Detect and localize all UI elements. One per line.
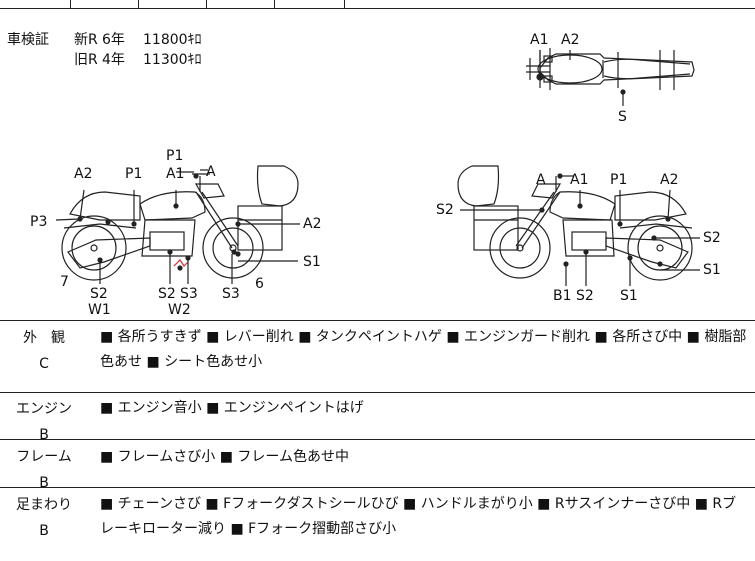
registration-years: 6年 bbox=[102, 32, 125, 48]
top-view-label: A1 bbox=[530, 32, 548, 48]
left-view-label: A bbox=[206, 164, 216, 180]
condition-description: ■ 各所うすきず ■ レバー削れ ■ タンクペイントハゲ ■ エンジンガード削れ… bbox=[100, 329, 747, 370]
top-strip-cell bbox=[70, 0, 139, 8]
condition-category-name: 足まわり bbox=[16, 497, 72, 513]
right-view-label: A2 bbox=[660, 172, 678, 188]
condition-description: ■ フレームさび小 ■ フレーム色あせ中 bbox=[100, 449, 349, 465]
condition-grade: B bbox=[39, 427, 49, 443]
left-view-label: S2 bbox=[158, 286, 176, 302]
condition-category-name: 外 観 bbox=[23, 330, 65, 346]
left-view-label: A2 bbox=[303, 216, 321, 232]
condition-category-name: エンジン bbox=[16, 401, 72, 417]
top-view-motorcycle bbox=[526, 48, 695, 106]
condition-description: ■ チェーンさび ■ Fフォークダストシールひび ■ ハンドルまがり小 ■ Rサ… bbox=[100, 496, 737, 537]
right-view-label: A1 bbox=[570, 172, 588, 188]
left-view-label: 7 bbox=[60, 274, 69, 290]
registration-era: 新R bbox=[74, 32, 98, 48]
condition-category: エンジン B bbox=[0, 399, 88, 445]
right-side-motorcycle bbox=[457, 165, 700, 286]
right-view-label: S2 bbox=[576, 288, 594, 304]
left-view-label: S2 bbox=[90, 286, 108, 302]
condition-row-suspension: 足まわり B ■ チェーンさび ■ Fフォークダストシールひび ■ ハンドルまが… bbox=[0, 488, 755, 561]
right-view-label: S1 bbox=[620, 288, 638, 304]
registration-label: 車検証 bbox=[7, 32, 49, 48]
condition-category-name: フレーム bbox=[16, 449, 72, 465]
top-strip-cell bbox=[206, 0, 275, 8]
right-view-label: P1 bbox=[610, 172, 627, 188]
right-view-label: S2 bbox=[436, 202, 454, 218]
registration-weight: 11300ｷﾛ bbox=[143, 52, 202, 68]
left-view-label: A1 bbox=[166, 166, 184, 182]
registration-weight: 11800ｷﾛ bbox=[143, 32, 202, 48]
condition-row-engine: エンジン B ■ エンジン音小 ■ エンジンペイントはげ bbox=[0, 393, 755, 443]
motorcycle-diagrams: A1 A2 S bbox=[30, 32, 721, 318]
left-side-motorcycle bbox=[55, 165, 300, 284]
condition-category: 外 観 C bbox=[0, 328, 88, 374]
top-strip-cell bbox=[274, 0, 345, 8]
left-view-label: S3 bbox=[180, 286, 198, 302]
left-view-label: A2 bbox=[74, 166, 92, 182]
left-view-label: W1 bbox=[88, 302, 111, 318]
condition-row-frame: フレーム B ■ フレームさび小 ■ フレーム色あせ中 bbox=[0, 440, 755, 491]
left-view-label: S3 bbox=[222, 286, 240, 302]
condition-grade: C bbox=[39, 356, 49, 372]
right-view-label: S1 bbox=[703, 262, 721, 278]
condition-category: フレーム B bbox=[0, 447, 88, 493]
top-view-label: A2 bbox=[561, 32, 579, 48]
condition-category: 足まわり B bbox=[0, 495, 88, 541]
top-strip-cell bbox=[138, 0, 207, 8]
left-view-label: P1 bbox=[166, 148, 183, 164]
top-view-label: S bbox=[618, 109, 627, 125]
right-view-label: A bbox=[536, 172, 546, 188]
left-view-label: S1 bbox=[303, 254, 321, 270]
condition-grade: B bbox=[39, 523, 49, 539]
top-strip bbox=[0, 0, 755, 9]
condition-row-exterior: 外 観 C ■ 各所うすきず ■ レバー削れ ■ タンクペイントハゲ ■ エンジ… bbox=[0, 321, 755, 393]
left-view-label: W2 bbox=[168, 302, 191, 318]
condition-description: ■ エンジン音小 ■ エンジンペイントはげ bbox=[100, 400, 364, 416]
right-view-label: B1 bbox=[553, 288, 572, 304]
top-strip-cell bbox=[0, 0, 71, 8]
left-view-label: P3 bbox=[30, 214, 47, 230]
condition-grade: B bbox=[39, 475, 49, 491]
right-view-label: S2 bbox=[703, 230, 721, 246]
left-view-label: P1 bbox=[125, 166, 142, 182]
registration-era: 旧R bbox=[74, 52, 98, 68]
registration-years: 4年 bbox=[102, 52, 125, 68]
left-view-label: 6 bbox=[255, 276, 264, 292]
